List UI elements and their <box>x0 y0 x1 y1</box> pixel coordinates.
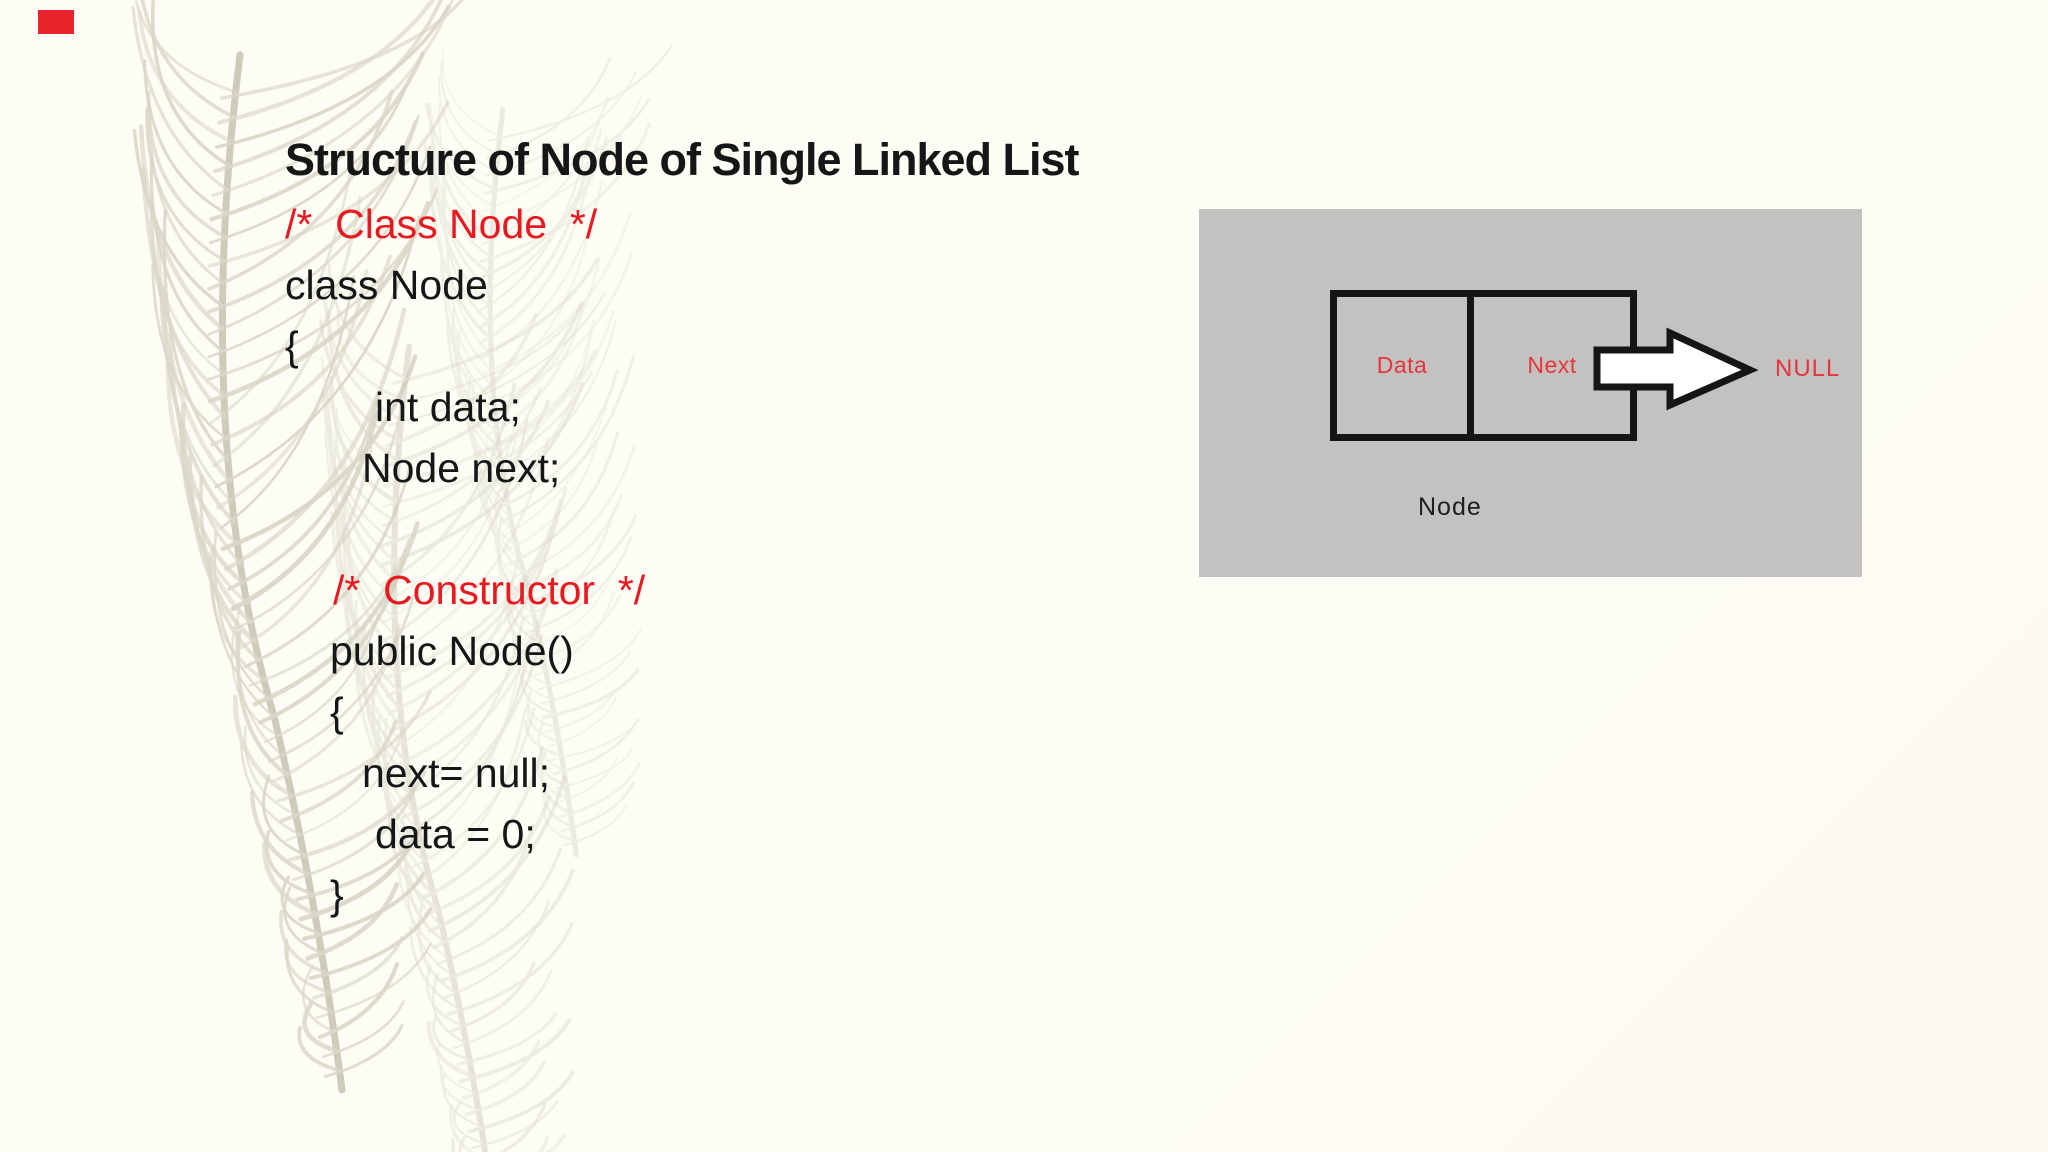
node-box: Data Next <box>1330 290 1637 441</box>
slide-title: Structure of Node of Single Linked List <box>285 134 1080 185</box>
code-line: int data; <box>285 377 645 438</box>
node-caption: Node <box>1418 493 1482 521</box>
code-line-text: data = 0; <box>375 811 536 857</box>
code-line: class Node <box>285 255 645 316</box>
recording-indicator <box>38 10 74 34</box>
data-cell: Data <box>1337 297 1474 434</box>
code-line: /* Class Node */ <box>285 194 645 255</box>
code-line: { <box>285 682 645 743</box>
next-cell-label: Next <box>1527 352 1577 378</box>
code-line-text: { <box>330 689 344 735</box>
code-line: } <box>285 865 645 926</box>
code-line-text: next= null; <box>362 750 551 796</box>
code-line-text: Node next; <box>362 445 561 491</box>
code-line-text: { <box>285 323 299 369</box>
code-line-text: /* Constructor */ <box>333 567 646 613</box>
code-block: /* Class Node */ class Node { int data; Node… <box>285 194 645 926</box>
next-pointer-arrow-icon <box>1593 327 1759 411</box>
code-line: next= null; <box>285 743 645 804</box>
null-label: NULL <box>1775 355 1841 382</box>
code-line: public Node() <box>285 621 645 682</box>
data-cell-label: Data <box>1376 352 1428 378</box>
code-line-text: int data; <box>375 384 521 430</box>
code-line-text: public Node() <box>330 628 574 674</box>
next-cell: Next <box>1474 297 1630 434</box>
code-line <box>285 499 645 560</box>
code-line: Node next; <box>285 438 645 499</box>
code-line-text: } <box>330 872 344 918</box>
code-line: /* Constructor */ <box>285 560 645 621</box>
node-diagram: Data Next NULL Node <box>1199 209 1862 577</box>
code-line-text: /* Class Node */ <box>285 201 598 247</box>
code-line: data = 0; <box>285 804 645 865</box>
code-line: { <box>285 316 645 377</box>
code-line-text: class Node <box>285 262 488 308</box>
